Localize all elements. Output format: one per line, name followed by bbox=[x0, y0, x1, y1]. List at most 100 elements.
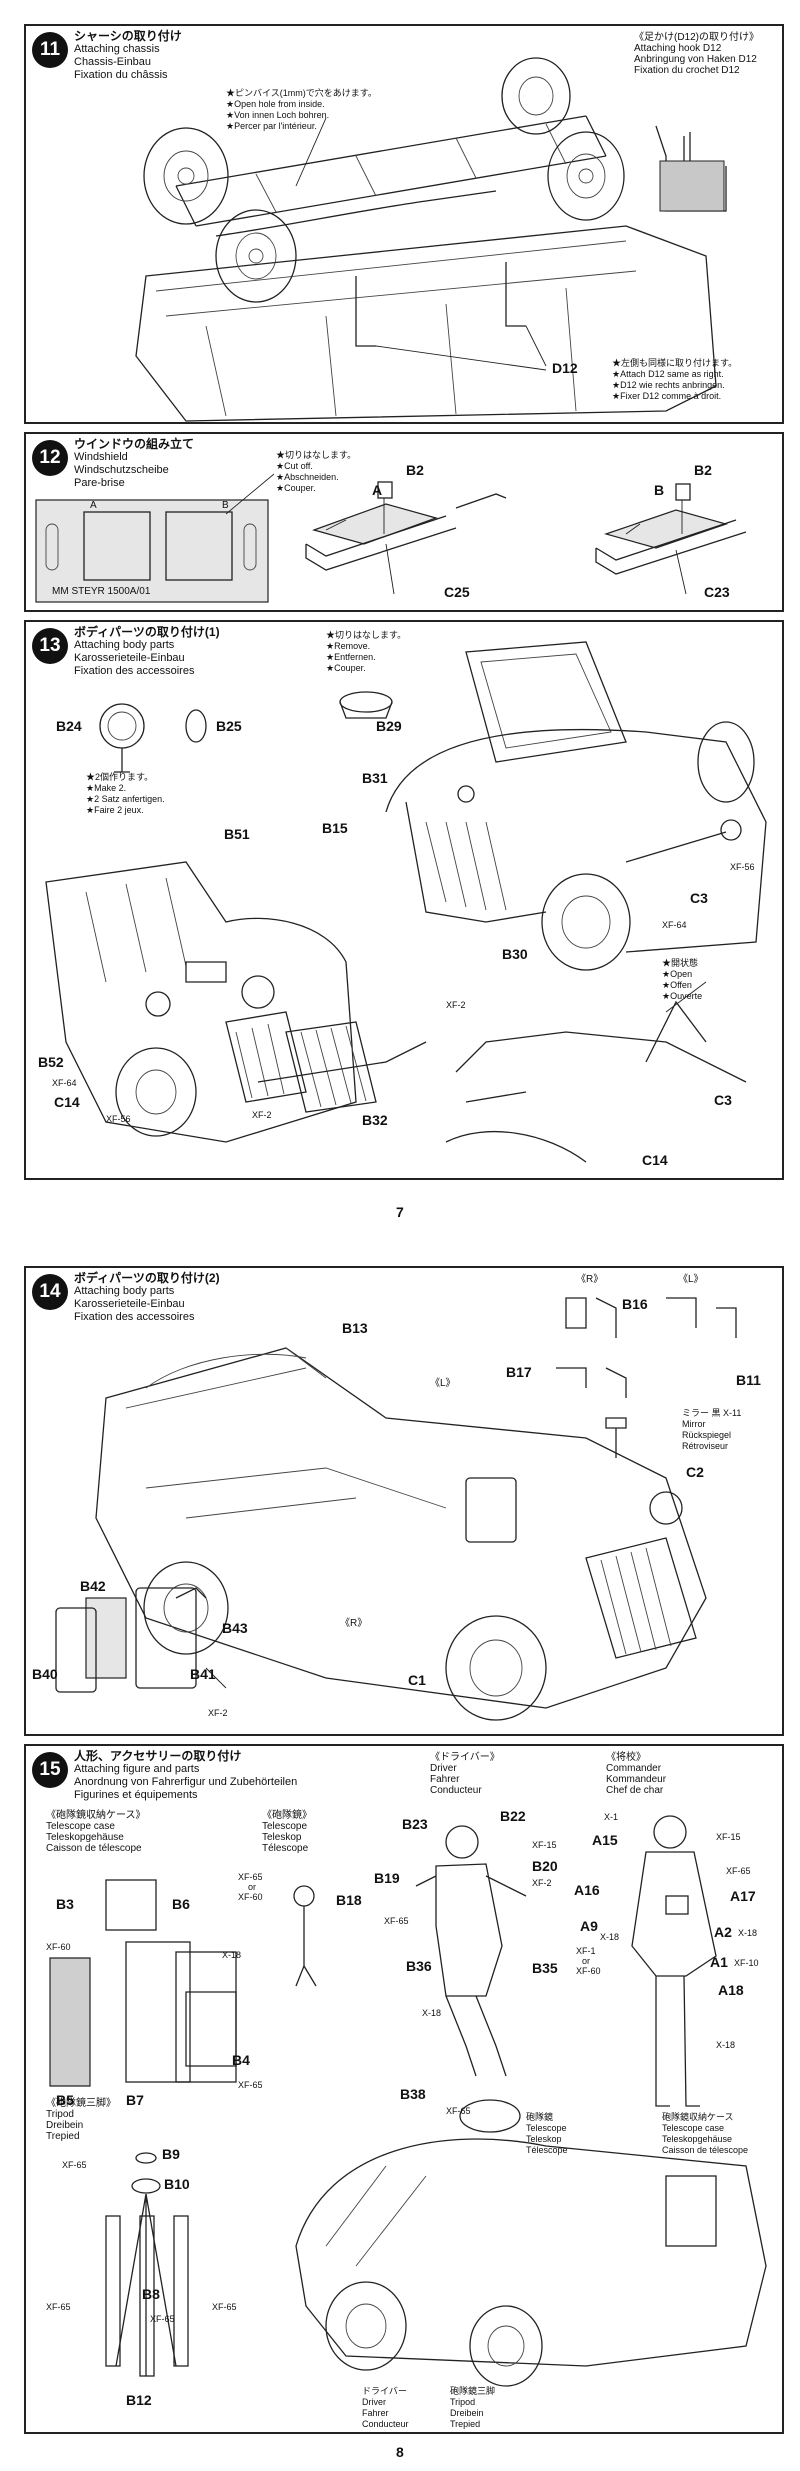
part-label-a18: A18 bbox=[718, 1982, 744, 1998]
step-title: ボディパーツの取り付け(1) Attaching body parts Karo… bbox=[74, 625, 220, 678]
part-label-b7: B7 bbox=[126, 2092, 144, 2108]
step-title: シャーシの取り付け Attaching chassis Chassis-Einb… bbox=[74, 29, 182, 82]
paint-code: XF-56 bbox=[730, 862, 755, 872]
part-label-c14-inset: C14 bbox=[642, 1152, 668, 1168]
part-label-b25: B25 bbox=[216, 718, 242, 734]
part-label-b23: B23 bbox=[402, 1816, 428, 1832]
part-label-b16: B16 bbox=[622, 1296, 648, 1312]
part-label-b40: B40 bbox=[32, 1666, 58, 1682]
paint-code: XF-15 bbox=[532, 1840, 557, 1850]
paint-code: XF-15 bbox=[716, 1832, 741, 1842]
body-parts-illustration bbox=[45, 641, 767, 1163]
page-number: 7 bbox=[396, 1204, 404, 1220]
part-label-b2: B2 bbox=[406, 462, 424, 478]
part-label-d12: D12 bbox=[552, 360, 578, 376]
bracket-r-label: 《R》 bbox=[576, 1274, 604, 1285]
part-label-b42: B42 bbox=[80, 1578, 106, 1594]
part-label-c1: C1 bbox=[408, 1672, 426, 1688]
part-label-b13: B13 bbox=[342, 1320, 368, 1336]
part-label-b10: B10 bbox=[164, 2176, 190, 2192]
page-8: 14 ボディパーツの取り付け(2) Attaching body parts K… bbox=[0, 1240, 800, 2471]
part-label-b18: B18 bbox=[336, 1892, 362, 1908]
part-label-b38: B38 bbox=[400, 2086, 426, 2102]
part-label-b15: B15 bbox=[322, 820, 348, 836]
part-label-a: A bbox=[372, 482, 383, 498]
paint-code: X-18 bbox=[716, 2040, 736, 2050]
hook-title: 《足かけ(D12)の取り付け》 Attaching hook D12 Anbri… bbox=[634, 32, 760, 76]
paint-code: XF-60 bbox=[46, 1942, 71, 1952]
paint-code: XF-65 bbox=[384, 1916, 409, 1926]
paint-code-or: or bbox=[582, 1956, 591, 1966]
step-number: 11 bbox=[32, 32, 68, 68]
step-14-panel: 14 ボディパーツの取り付け(2) Attaching body parts K… bbox=[24, 1266, 784, 1736]
part-label-b6: B6 bbox=[172, 1896, 190, 1912]
paint-code: XF-65 bbox=[238, 2080, 263, 2090]
body-parts-2-illustration bbox=[55, 1297, 737, 1721]
part-label-c25: C25 bbox=[444, 584, 470, 600]
part-label-b4: B4 bbox=[232, 2052, 250, 2068]
part-label-b5: B5 bbox=[56, 2092, 74, 2108]
page-7: 11 シャーシの取り付け Attaching chassis Chassis-E… bbox=[24, 24, 784, 1220]
mid-l-label: 《L》 bbox=[430, 1378, 456, 1389]
paint-code: XF-65 bbox=[238, 1872, 263, 1882]
part-label-b31: B31 bbox=[362, 770, 388, 786]
part-label-b3: B3 bbox=[56, 1896, 74, 1912]
make2-note: ★2個作ります。 ★Make 2. ★2 Satz anfertigen. ★F… bbox=[86, 772, 165, 815]
step-12-panel: 12 ウインドウの組み立て Windshield Windschutzschei… bbox=[24, 432, 784, 612]
paint-code: XF-2 bbox=[446, 1000, 466, 1010]
part-label-b8: B8 bbox=[142, 2286, 160, 2302]
same-side-note: ★左側も同様に取り付けます。 ★Attach D12 same as right… bbox=[612, 358, 738, 401]
part-label-b11: B11 bbox=[736, 1372, 761, 1388]
paint-code: XF-64 bbox=[52, 1078, 77, 1088]
part-label-a15: A15 bbox=[592, 1832, 618, 1848]
paint-code: XF-2 bbox=[252, 1110, 272, 1120]
part-label-a16: A16 bbox=[574, 1882, 600, 1898]
part-label-b20: B20 bbox=[532, 1858, 558, 1874]
paint-code: XF-56 bbox=[106, 1114, 131, 1124]
part-label-a1: A1 bbox=[710, 1954, 728, 1970]
part-label-a9: A9 bbox=[580, 1918, 598, 1934]
remove-note: ★切りはなします。 ★Remove. ★Entfernen. ★Couper. bbox=[326, 630, 407, 673]
paint-code: XF-60 bbox=[576, 1966, 601, 1976]
part-label-b17: B17 bbox=[506, 1364, 532, 1380]
part-label-b24: B24 bbox=[56, 718, 82, 734]
part-label-b30: B30 bbox=[502, 946, 528, 962]
step-title: ウインドウの組み立て Windshield Windschutzscheibe … bbox=[74, 437, 195, 490]
part-label-a17: A17 bbox=[730, 1888, 756, 1904]
paint-code: XF-64 bbox=[662, 920, 687, 930]
bracket-l-label: 《L》 bbox=[678, 1274, 704, 1285]
part-label-a2: A2 bbox=[714, 1924, 732, 1940]
part-label-b41: B41 bbox=[190, 1666, 216, 1682]
step-number: 14 bbox=[32, 1274, 68, 1310]
step-15-panel: 15 人形、アクセサリーの取り付け Attaching figure and p… bbox=[24, 1744, 784, 2434]
paint-code: XF-2 bbox=[532, 1878, 552, 1888]
step-title: ボディパーツの取り付け(2) Attaching body parts Karo… bbox=[74, 1271, 220, 1324]
part-label-c23: C23 bbox=[704, 584, 730, 600]
step-11-panel: 11 シャーシの取り付け Attaching chassis Chassis-E… bbox=[24, 24, 784, 424]
part-label-b2-right: B2 bbox=[694, 462, 712, 478]
part-label-b35: B35 bbox=[532, 1960, 558, 1976]
open-note: ★開状態 ★Open ★Offen ★Ouverte bbox=[662, 958, 703, 1001]
part-label-b36: B36 bbox=[406, 1958, 432, 1974]
part-label-b43: B43 bbox=[222, 1620, 248, 1636]
sheet-label-b: B bbox=[222, 500, 229, 511]
part-label-b22: B22 bbox=[500, 1808, 526, 1824]
paint-code-or: or bbox=[248, 1882, 257, 1892]
chassis-illustration bbox=[135, 57, 727, 422]
part-label-b9: B9 bbox=[162, 2146, 180, 2162]
sheet-text: MM STEYR 1500A/01 bbox=[52, 586, 151, 597]
cut-note: ★切りはなします。 ★Cut off. ★Abschneiden. ★Coupe… bbox=[276, 450, 357, 493]
step-number: 13 bbox=[32, 628, 68, 664]
part-label-c3: C3 bbox=[690, 890, 708, 906]
paint-code: XF-65 bbox=[150, 2314, 175, 2324]
page-number: 8 bbox=[396, 2444, 404, 2460]
sheet-label-a: A bbox=[90, 500, 97, 511]
